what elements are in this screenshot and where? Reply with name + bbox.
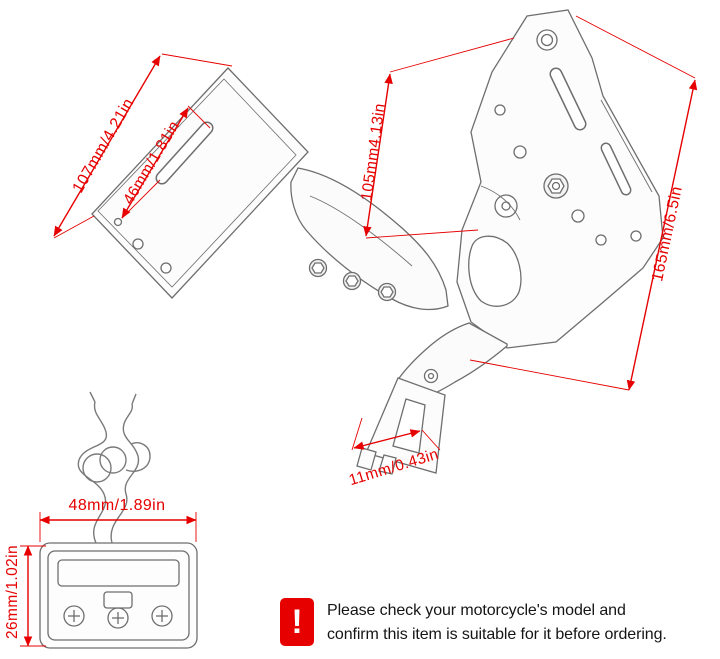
main-bracket (456, 9, 664, 349)
warning-exclamation-icon: ! (280, 598, 314, 646)
warning-text-line1: Please check your motorcycle's model and (327, 602, 626, 619)
dimension-label-light-height: 26mm/1.02in (4, 544, 21, 640)
dimension-lines (23, 55, 698, 647)
arm-bolt-1 (308, 258, 328, 278)
warning-text: Please check your motorcycle's model and… (327, 598, 667, 647)
arm-bolt-2 (342, 271, 362, 291)
warning-icon-glyph: ! (291, 603, 303, 641)
arm-bolt-3 (377, 282, 397, 302)
warning-note: ! Please check your motorcycle's model a… (280, 598, 667, 647)
power-wires (77, 391, 151, 544)
extension-lines (20, 15, 696, 647)
led-light-unit (39, 542, 198, 649)
dimension-label-light-width: 48mm/1.89in (68, 497, 166, 514)
warning-text-line2: confirm this item is suitable for it bef… (327, 626, 667, 643)
mounting-arm (290, 167, 449, 311)
